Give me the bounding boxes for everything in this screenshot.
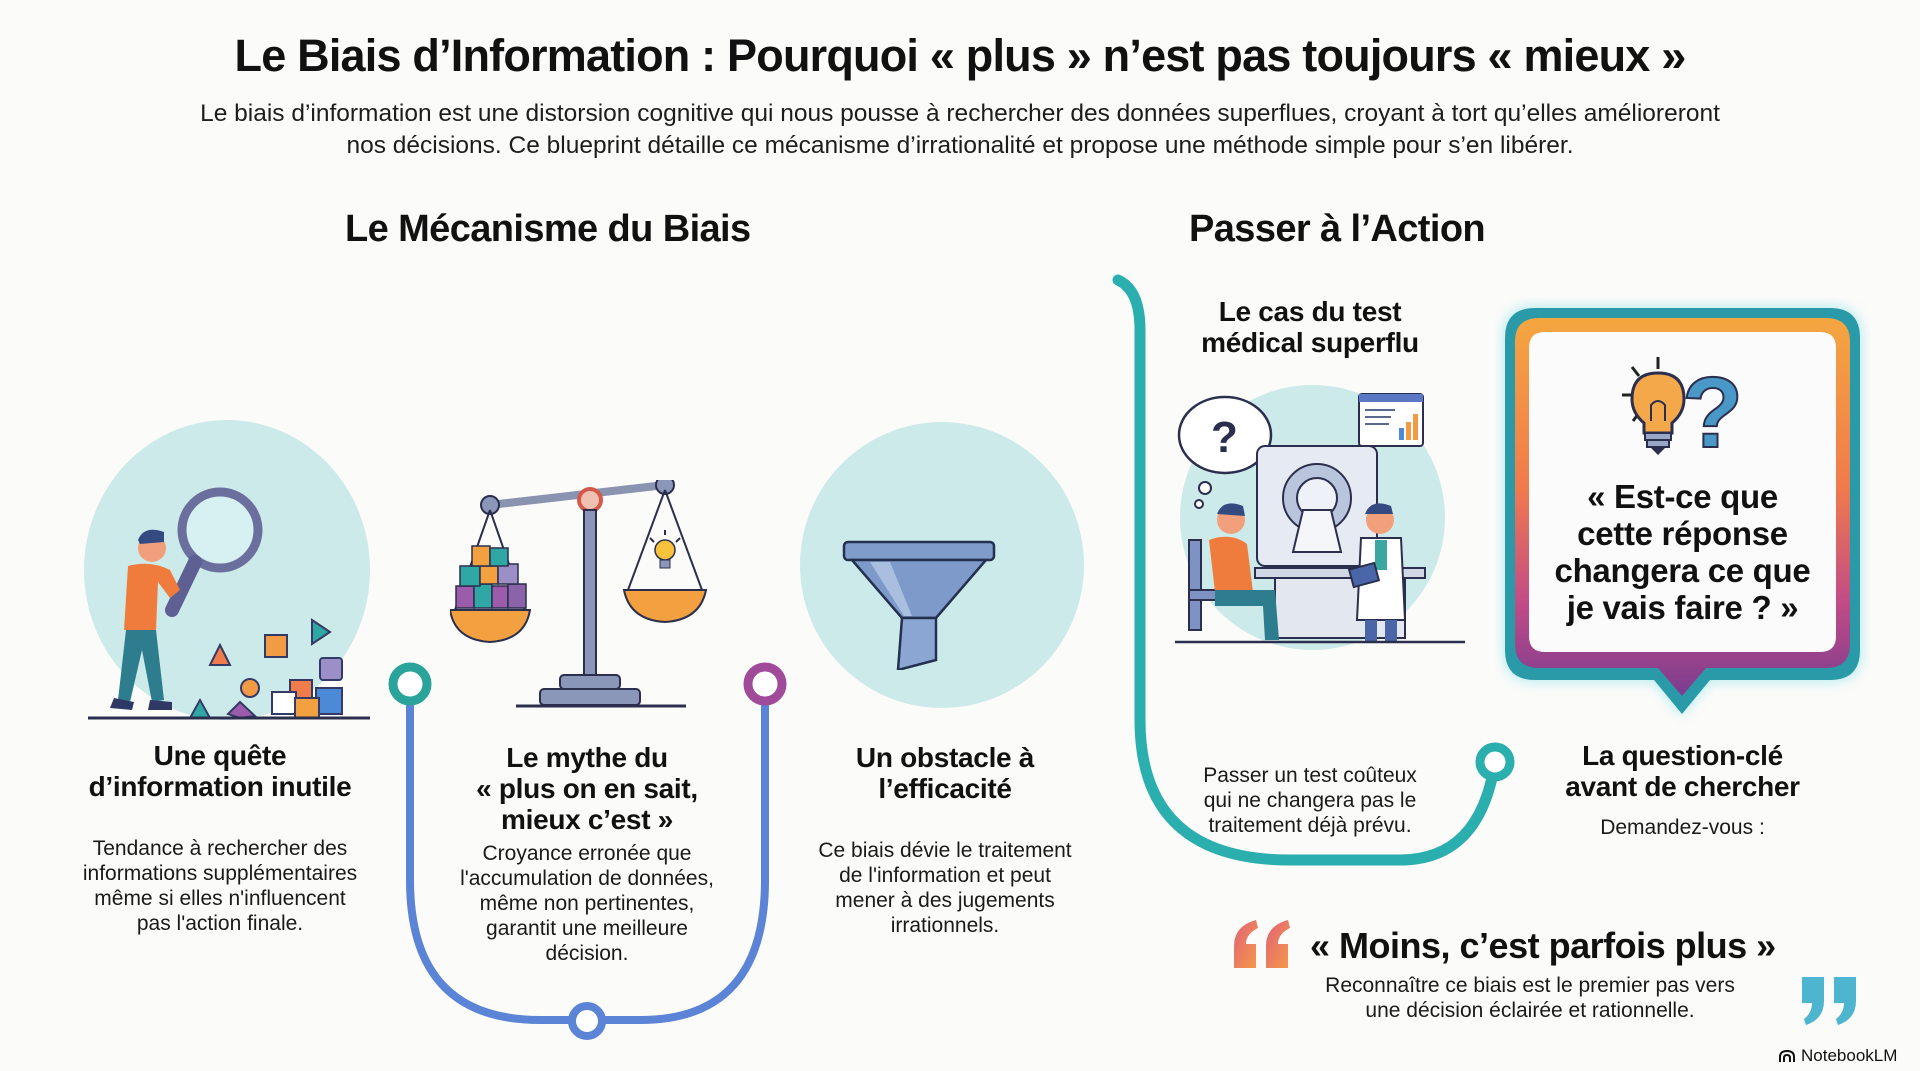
case-title-line-1: Le cas du test xyxy=(1218,296,1402,327)
card-3-text: Ce biais dévie le traitement de l'inform… xyxy=(790,838,1100,938)
card-1-title-line-2: d’information inutile xyxy=(88,771,352,802)
card-2-title: Le mythe du « plus on en sait, mieux c’e… xyxy=(437,742,737,835)
card-2-text: Croyance erronée que l'accumulation de d… xyxy=(437,841,737,966)
key-question-line: je vais faire ? » xyxy=(1566,589,1799,626)
medical-scan-icon: ? xyxy=(1175,393,1465,644)
svg-text:?: ? xyxy=(1682,357,1743,465)
case-text: Passer un test coûteux qui ne changera p… xyxy=(1170,763,1450,838)
card-2-title-line-2: « plus on en sait, xyxy=(476,773,698,804)
card-1-text-line: Tendance à rechercher des xyxy=(92,837,348,860)
case-text-line: qui ne changera pas le xyxy=(1203,789,1417,812)
key-question-title: La question-clé avant de chercher xyxy=(1520,740,1845,802)
card-3-title-line-2: l’efficacité xyxy=(878,773,1012,804)
card-1-title-line-1: Une quête xyxy=(153,740,287,771)
page-subtitle: Le biais d’information est une distorsio… xyxy=(130,98,1790,162)
notebooklm-logo-icon xyxy=(1779,1049,1795,1062)
quote-main: « Moins, c’est parfois plus » xyxy=(1310,925,1776,966)
quote-sub: Reconnaître ce biais est le premier pas … xyxy=(1290,973,1770,1023)
lightbulb-question-icon: ? xyxy=(1622,356,1744,465)
node-teal-end-dot xyxy=(1475,742,1515,782)
card-2-title-line-3: mieux c’est » xyxy=(501,804,673,835)
card-1-text: Tendance à rechercher des informations s… xyxy=(40,836,400,936)
card-2-text-line: l'accumulation de données, xyxy=(460,867,714,890)
case-text-line: Passer un test coûteux xyxy=(1203,764,1417,787)
key-question-prompt: Demandez-vous : xyxy=(1600,816,1765,839)
key-question-title-line-2: avant de chercher xyxy=(1565,771,1800,802)
open-quote-icon xyxy=(1234,920,1290,968)
case-title: Le cas du test médical superflu xyxy=(1160,296,1460,358)
card-1-text-line: pas l'action finale. xyxy=(136,912,304,935)
key-question-text: « Est-ce que cette réponse changera ce q… xyxy=(1520,478,1845,626)
case-text-line: traitement déjà prévu. xyxy=(1208,814,1412,837)
card-3-text-line: Ce biais dévie le traitement xyxy=(818,839,1072,862)
card-1-text-line: même si elles n'influencent xyxy=(94,887,346,910)
balance-scale-icon xyxy=(450,480,708,708)
notebooklm-brand: NotebookLM xyxy=(1778,1046,1897,1066)
subtitle-line-1: Le biais d’information est une distorsio… xyxy=(200,100,1720,127)
close-quote-icon xyxy=(1802,977,1856,1025)
card-2-text-line: Croyance erronée que xyxy=(482,842,692,865)
card-3-title: Un obstacle à l’efficacité xyxy=(800,742,1090,804)
node-blue-dot xyxy=(568,1002,606,1040)
card-3-title-line-1: Un obstacle à xyxy=(855,742,1035,773)
card-2-title-line-1: Le mythe du xyxy=(506,742,668,773)
card-2-text-line: même non pertinentes, xyxy=(479,892,695,915)
card-3-text-line: de l'information et peut xyxy=(839,864,1051,887)
key-question-title-line-1: La question-clé xyxy=(1582,740,1783,771)
speech-bubble-frame xyxy=(1503,306,1862,716)
case-title-line-2: médical superflu xyxy=(1201,327,1419,358)
svg-text:?: ? xyxy=(1211,413,1238,462)
quote-sub-line-2: une décision éclairée et rationnelle. xyxy=(1365,999,1695,1022)
key-question-line: cette réponse xyxy=(1577,515,1788,552)
quote-sub-line-1: Reconnaître ce biais est le premier pas … xyxy=(1325,974,1735,997)
key-question-line: « Est-ce que xyxy=(1587,478,1778,515)
section-title-action: Passer à l’Action xyxy=(1189,208,1486,250)
node-teal-dot xyxy=(388,662,432,706)
node-purple-dot xyxy=(743,662,787,706)
notebooklm-label: NotebookLM xyxy=(1801,1046,1898,1065)
card-1-title: Une quête d’information inutile xyxy=(40,740,400,802)
funnel-icon xyxy=(842,540,996,670)
card-3-text-line: irrationnels. xyxy=(890,914,1000,937)
subtitle-line-2: nos décisions. Ce blueprint détaille ce … xyxy=(346,132,1574,159)
card-2-text-line: garantit une meilleure xyxy=(486,917,688,940)
card-3-text-line: mener à des jugements xyxy=(835,889,1055,912)
card-2-text-line: décision. xyxy=(545,942,629,965)
card-1-text-line: informations supplémentaires xyxy=(82,862,358,885)
page-title: Le Biais d’Information : Pourquoi « plus… xyxy=(234,30,1687,81)
section-title-mechanism: Le Mécanisme du Biais xyxy=(345,208,751,250)
magnifying-glass-person-icon xyxy=(88,487,370,720)
key-question-line: changera ce que xyxy=(1554,552,1811,589)
